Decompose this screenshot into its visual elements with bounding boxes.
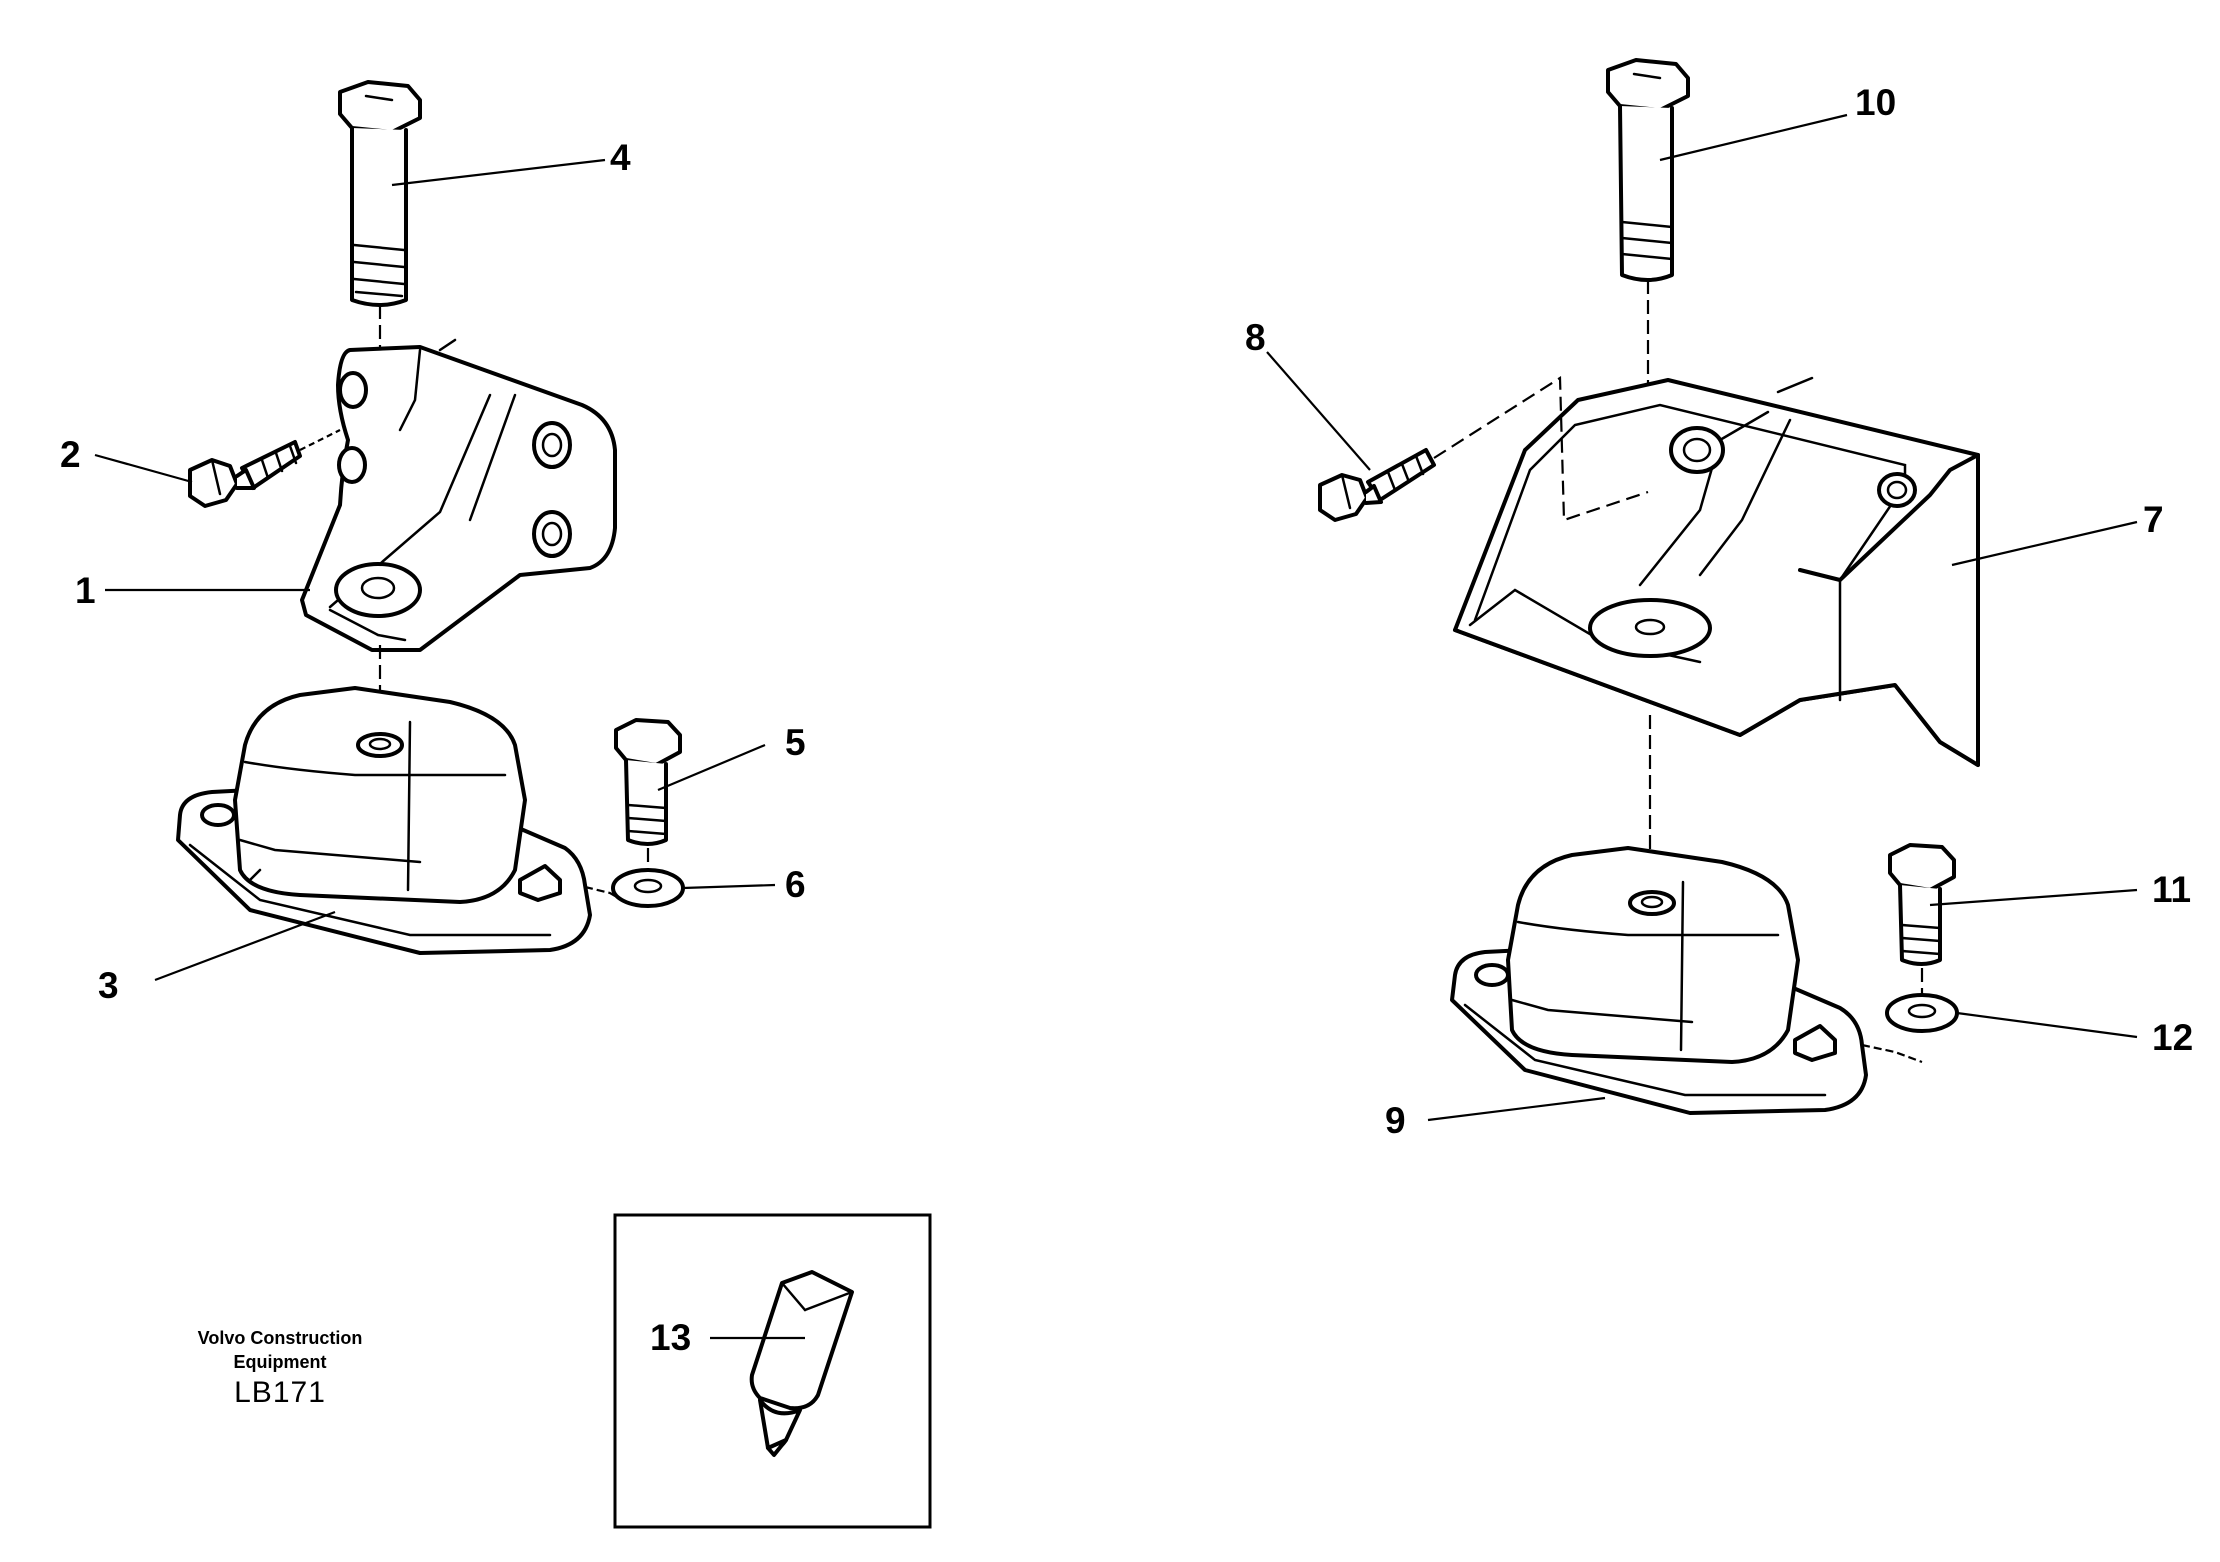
bracket-1-icon (300, 338, 617, 652)
bolt-4-icon (338, 80, 422, 307)
callout-8: 8 (1245, 317, 1266, 358)
bolt-8-icon (1318, 376, 1649, 522)
inset-frame (613, 1213, 932, 1529)
leader-2 (94, 453, 193, 484)
callout-7: 7 (2143, 499, 2164, 540)
leader-9 (1427, 1096, 1606, 1122)
leader-5 (657, 743, 766, 792)
callout-1: 1 (75, 570, 96, 611)
callout-2: 2 (60, 434, 81, 475)
leader-8 (1266, 351, 1371, 471)
credit-code: LB171 (234, 1376, 326, 1409)
bracket-7-icon (1453, 376, 1980, 767)
callout-10: 10 (1855, 82, 1896, 123)
callout-9: 9 (1385, 1100, 1406, 1141)
sealant-tube-13-icon (749, 1270, 854, 1457)
credit-company: Volvo Construction (197, 1328, 363, 1348)
callout-6: 6 (785, 864, 806, 905)
leader-11 (1929, 888, 2138, 907)
callout-5: 5 (785, 722, 806, 763)
callout-12: 12 (2152, 1017, 2193, 1058)
leader-6 (682, 883, 776, 890)
bolt-5-icon (614, 718, 682, 846)
washer-6-icon (611, 868, 685, 908)
callout-11: 11 (2152, 869, 2191, 910)
callout-13: 13 (650, 1317, 691, 1358)
bolt-2-icon (188, 429, 341, 508)
leader-4 (391, 158, 606, 187)
leader-12 (1956, 1011, 2138, 1039)
leader-7 (1951, 520, 2138, 567)
credit-division: Equipment (233, 1352, 327, 1372)
leader-10 (1659, 113, 1848, 162)
leader-3 (154, 910, 336, 982)
rubber-mount-9-icon (1450, 846, 1923, 1115)
bolt-10-icon (1606, 58, 1690, 282)
rubber-mount-3-icon (176, 686, 626, 955)
washer-12-icon (1885, 993, 1959, 1033)
callout-4: 4 (610, 137, 631, 178)
callout-3: 3 (98, 965, 119, 1006)
